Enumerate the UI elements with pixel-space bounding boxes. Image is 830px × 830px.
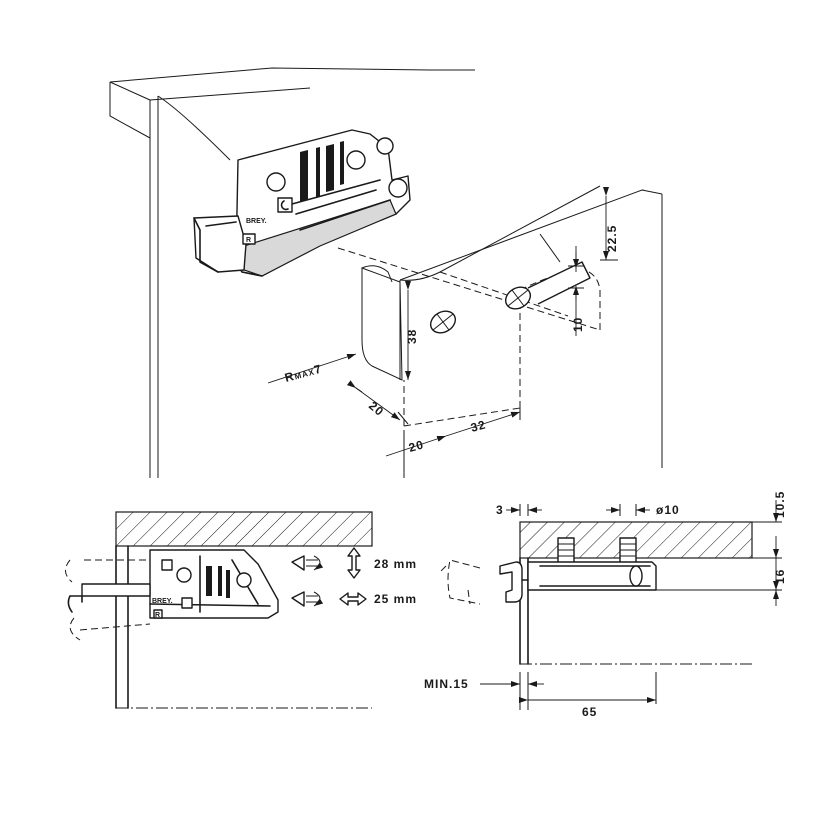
front-view: BREY. R 28 mm 25 mm <box>65 511 417 709</box>
dim-20-horizontal: 20 <box>407 437 425 454</box>
cabinet-top-panel <box>109 67 475 478</box>
dim-min-15: MIN.15 <box>424 677 469 691</box>
side-mark-r: R <box>246 237 251 244</box>
dim-10: 10 <box>571 317 585 332</box>
front-rail <box>81 583 151 597</box>
dim-20-diagonal: 20 <box>366 399 387 420</box>
drill-hole-right <box>504 286 532 310</box>
dim-3: 3 <box>496 503 504 517</box>
side-view: 3 ø10 10.5 16 MIN.15 65 <box>424 491 787 719</box>
dim-16: 16 <box>773 569 787 584</box>
side-screws <box>557 537 637 565</box>
dim-diameter-10: ø10 <box>656 503 680 517</box>
dim-radius: RMAX7 <box>283 362 323 385</box>
side-adjust-label: 25 mm <box>374 592 417 606</box>
brand-mark: BREY. <box>246 218 267 225</box>
height-adjust-label: 28 mm <box>374 557 417 571</box>
side-device-body <box>527 561 657 591</box>
dim-38: 38 <box>405 329 419 344</box>
drawer-panel-top <box>399 185 601 281</box>
perspective-view: R BREY. 38 RMAX7 20 20 32 <box>109 67 663 478</box>
perspective-dimensions: 38 RMAX7 20 20 32 22.5 1 <box>267 187 619 478</box>
drill-hole-left <box>429 310 457 334</box>
side-hook <box>499 561 523 603</box>
hidden-lines <box>337 247 601 427</box>
dowel-pin <box>527 261 591 305</box>
side-adjust-screw <box>291 591 367 607</box>
dim-10-5: 10.5 <box>773 491 787 518</box>
lip-curve <box>361 265 393 283</box>
dim-32: 32 <box>469 417 487 434</box>
locking-device: R BREY. <box>193 129 411 277</box>
front-side-mark: R <box>155 612 160 619</box>
drawer-side-panel <box>399 189 663 468</box>
height-adjust-screw <box>291 547 361 579</box>
cabinet-top-edge <box>157 95 231 161</box>
front-brand-mark: BREY. <box>152 598 173 605</box>
dim-22-5: 22.5 <box>605 225 619 252</box>
dim-65: 65 <box>582 705 597 719</box>
front-top-board <box>115 511 373 547</box>
drawer-front-lip <box>361 267 403 381</box>
